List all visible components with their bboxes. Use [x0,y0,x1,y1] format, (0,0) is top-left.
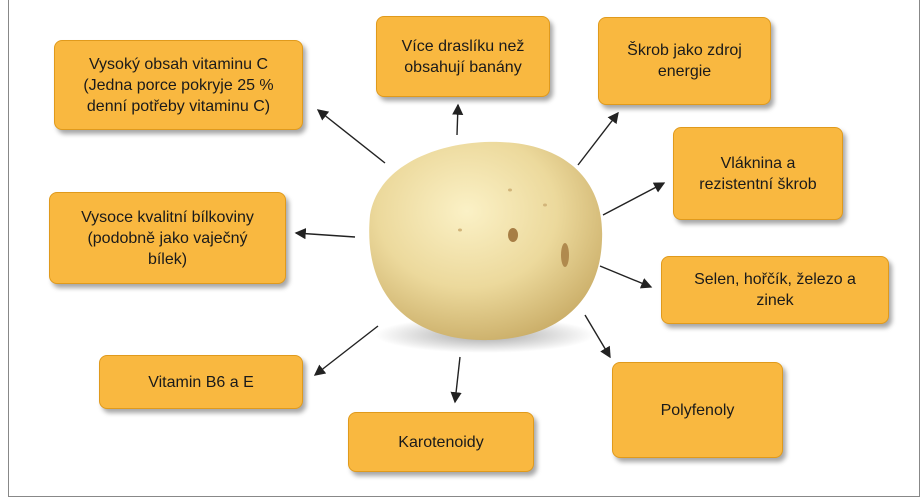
nutrient-label: Vysoký obsah vitaminu C (Jedna porce pok… [83,54,273,117]
nutrient-box-potassium: Více draslíku než obsahují banány [376,16,550,97]
potato-speck [508,189,512,192]
nutrient-label: Selen, hořčík, železo a zinek [694,269,856,311]
nutrient-box-protein: Vysoce kvalitní bílkoviny (podobně jako … [49,192,286,284]
nutrient-box-starch: Škrob jako zdroj energie [598,17,771,105]
potato-eye [508,228,518,242]
nutrient-label: Karotenoidy [398,432,483,453]
arrow-starch [578,113,618,165]
arrow-vitamin-c [318,110,385,163]
potato-speck [543,204,547,207]
nutrient-box-polyphenols: Polyfenoly [612,362,783,458]
nutrient-label: Vysoce kvalitní bílkoviny (podobně jako … [81,207,254,270]
arrow-protein [296,233,355,237]
nutrient-label: Vláknina a rezistentní škrob [699,153,816,195]
nutrient-box-vitamin-c: Vysoký obsah vitaminu C (Jedna porce pok… [54,40,303,130]
nutrient-label: Škrob jako zdroj energie [627,40,742,82]
arrow-potassium [457,105,458,135]
potato-image [369,142,602,340]
nutrient-label: Vitamin B6 a E [148,372,254,393]
arrow-vitamin-b6e [315,326,378,375]
potato-eye [561,243,569,267]
potato-speck [458,229,462,232]
arrow-carotenoids [455,357,460,402]
nutrient-box-vitamin-b6e: Vitamin B6 a E [99,355,303,409]
nutrient-box-minerals: Selen, hořčík, železo a zinek [661,256,889,324]
nutrient-box-fiber: Vláknina a rezistentní škrob [673,127,843,220]
nutrient-label: Více draslíku než obsahují banány [402,36,525,78]
arrow-fiber [603,183,664,215]
nutrient-box-carotenoids: Karotenoidy [348,412,534,472]
arrow-minerals [600,266,651,287]
nutrient-label: Polyfenoly [661,400,735,421]
